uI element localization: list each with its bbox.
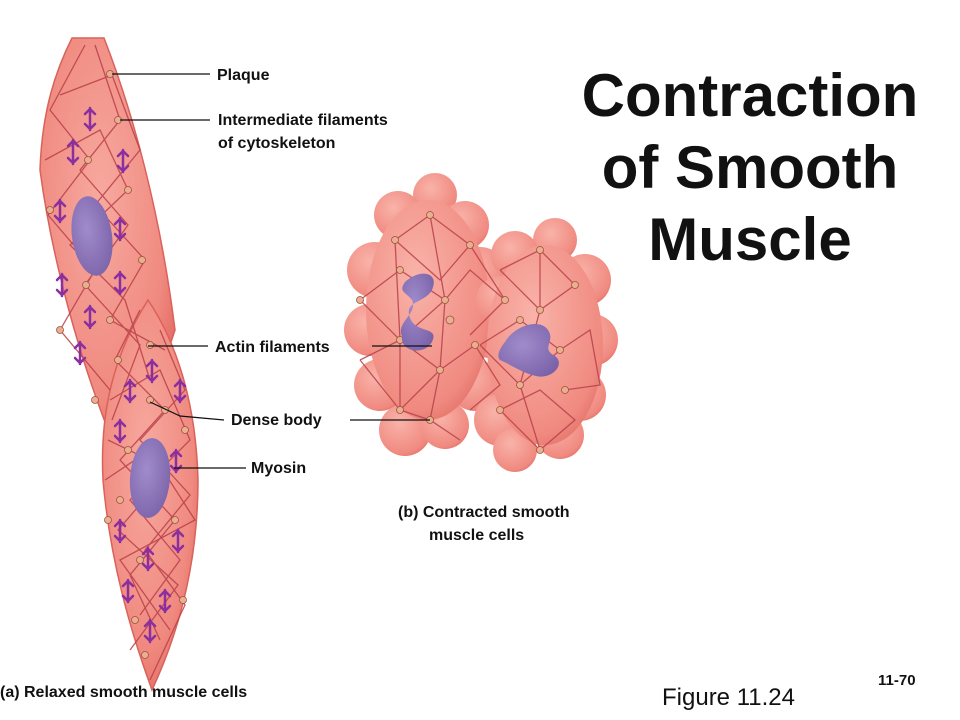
figure-reference: Figure 11.24 xyxy=(662,684,795,711)
myosin-glyphs xyxy=(53,106,187,644)
caption-contracted-line2: muscle cells xyxy=(429,527,525,544)
contracted-nucleus-left xyxy=(400,273,434,351)
caption-contracted: (b) Contracted smooth xyxy=(398,504,570,521)
label-dense-body: Dense body xyxy=(231,412,322,429)
slide-number: 11-70 xyxy=(878,672,916,689)
contracted-cell-left xyxy=(344,173,518,456)
relaxed-nucleus-lower xyxy=(129,438,171,518)
label-intermediate-filaments-line2: of cytoskeleton xyxy=(218,135,336,152)
contracted-dense-bodies xyxy=(356,211,579,454)
caption-relaxed: (a) Relaxed smooth muscle cells xyxy=(0,684,248,701)
label-intermediate-filaments: Intermediate filaments xyxy=(218,112,388,129)
relaxed-dense-bodies xyxy=(46,70,189,659)
relaxed-nucleus-upper xyxy=(71,196,113,276)
label-myosin: Myosin xyxy=(251,460,307,477)
leader-lines xyxy=(112,73,432,469)
label-plaque: Plaque xyxy=(217,67,270,84)
label-actin-filaments: Actin filaments xyxy=(215,339,330,356)
contracted-nucleus-right xyxy=(498,323,559,377)
slide-title: Contraction of Smooth Muscle xyxy=(581,62,919,273)
